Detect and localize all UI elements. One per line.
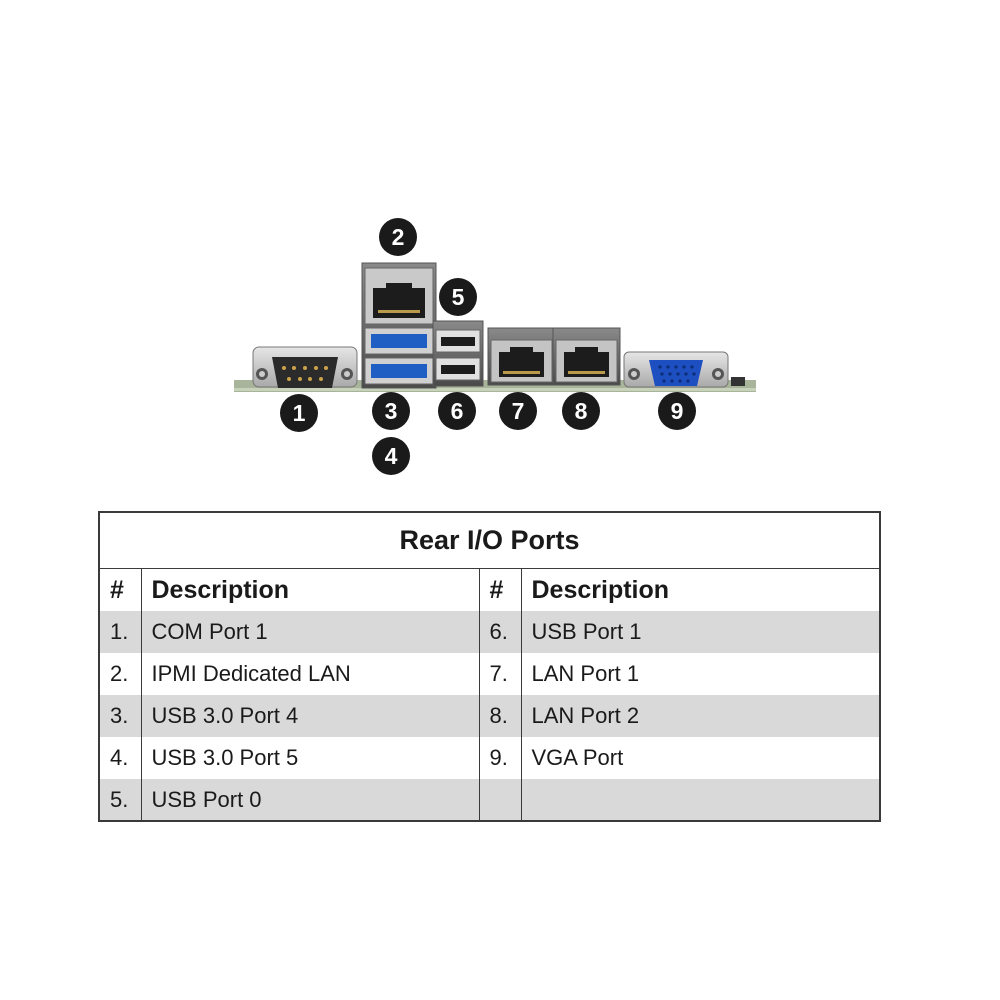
row-description: LAN Port 1 <box>520 653 881 695</box>
row-number: 1. <box>98 611 142 653</box>
row-description: COM Port 1 <box>140 611 480 653</box>
callout-2-label: 2 <box>392 224 405 250</box>
row-description: VGA Port <box>520 737 881 779</box>
table-row: 2. IPMI Dedicated LAN 7. LAN Port 1 <box>98 653 881 695</box>
table-row: 4. USB 3.0 Port 5 9. VGA Port <box>98 737 881 779</box>
row-description: LAN Port 2 <box>520 695 881 737</box>
callout-4-label: 4 <box>385 443 398 469</box>
lan-port-1 <box>487 327 556 386</box>
callout-7-label: 7 <box>512 398 525 424</box>
row-number: 4. <box>98 737 142 779</box>
callout-3: 3 <box>372 392 410 430</box>
header-description-left: Description <box>140 568 480 611</box>
lan-port-2 <box>552 327 621 386</box>
row-number: 9. <box>478 737 522 779</box>
row-number: 5. <box>98 779 142 821</box>
callout-6: 6 <box>438 392 476 430</box>
row-description: USB 3.0 Port 5 <box>140 737 480 779</box>
row-description: USB Port 1 <box>520 611 881 653</box>
table-row: 5. USB Port 0 <box>98 779 881 821</box>
header-num-left: # <box>98 568 142 611</box>
callout-1-label: 1 <box>293 400 306 426</box>
table-row: 3. USB 3.0 Port 4 8. LAN Port 2 <box>98 695 881 737</box>
callout-5-label: 5 <box>452 284 465 310</box>
header-description-right: Description <box>520 568 881 611</box>
row-description: USB 3.0 Port 4 <box>140 695 480 737</box>
row-description: IPMI Dedicated LAN <box>140 653 480 695</box>
callout-8: 8 <box>562 392 600 430</box>
callout-9-label: 9 <box>671 398 684 424</box>
vga-port <box>623 351 729 388</box>
callout-4: 4 <box>372 437 410 475</box>
row-description: USB Port 0 <box>140 779 480 821</box>
row-number: 2. <box>98 653 142 695</box>
rear-io-ports-table: Rear I/O Ports # Description # Descripti… <box>98 511 881 822</box>
table-title: Rear I/O Ports <box>98 512 881 569</box>
row-description <box>520 779 881 821</box>
usb-port-stack <box>432 320 484 387</box>
callout-3-label: 3 <box>385 398 398 424</box>
row-number: 3. <box>98 695 142 737</box>
callout-5: 5 <box>439 278 477 316</box>
ipmi-lan-usb3-stack <box>361 262 437 389</box>
table-row: 1. COM Port 1 6. USB Port 1 <box>98 611 881 653</box>
com-port <box>252 346 358 388</box>
row-number <box>478 779 522 821</box>
callout-9: 9 <box>658 392 696 430</box>
callout-7: 7 <box>499 392 537 430</box>
callout-2: 2 <box>379 218 417 256</box>
rear-io-panel-illustration: 1 2 3 4 5 6 7 8 9 <box>234 218 756 475</box>
callout-1: 1 <box>280 394 318 432</box>
callout-8-label: 8 <box>575 398 588 424</box>
row-number: 6. <box>478 611 522 653</box>
row-number: 7. <box>478 653 522 695</box>
header-num-right: # <box>478 568 522 611</box>
row-number: 8. <box>478 695 522 737</box>
callout-6-label: 6 <box>451 398 464 424</box>
